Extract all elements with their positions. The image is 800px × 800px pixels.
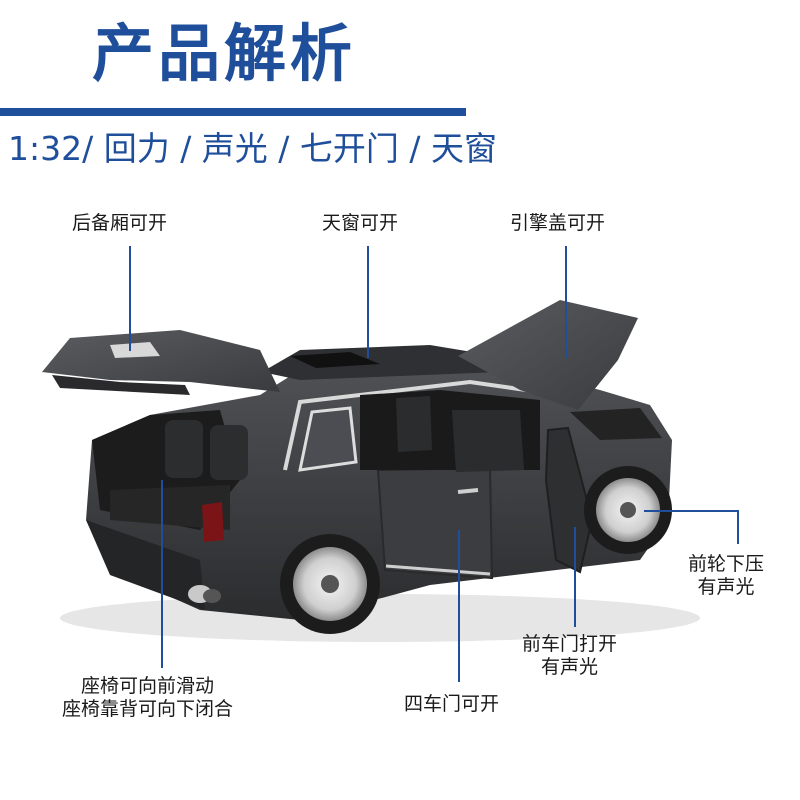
label-front-wheel: 前轮下压 有声光 — [688, 553, 764, 599]
label-seats: 座椅可向前滑动 座椅靠背可向下闭合 — [62, 675, 233, 721]
leader-seats — [161, 480, 163, 668]
label-front-wheel-line2: 有声光 — [697, 576, 755, 598]
label-front-door-line2: 有声光 — [541, 656, 599, 678]
leader-four-doors — [458, 530, 460, 682]
label-seats-line1: 座椅可向前滑动 — [81, 675, 215, 697]
product-spec-line: 1:32/ 回力 / 声光 / 七开门 / 天窗 — [8, 129, 498, 168]
label-trunk: 后备厢可开 — [72, 212, 168, 234]
label-four-doors: 四车门可开 — [404, 693, 500, 715]
title-underline — [0, 108, 466, 116]
leader-sunroof — [367, 246, 369, 358]
leader-front-wheel-v — [737, 510, 739, 544]
label-hood: 引擎盖可开 — [510, 212, 606, 234]
label-seats-line2: 座椅靠背可向下闭合 — [62, 698, 234, 720]
leader-front-wheel-h — [644, 510, 738, 512]
leader-hood — [565, 246, 567, 358]
label-sunroof: 天窗可开 — [322, 212, 399, 234]
label-front-door-line1: 前车门打开 — [522, 633, 618, 655]
leader-front-door — [574, 527, 576, 627]
page-title: 产品解析 — [92, 17, 357, 90]
leader-trunk — [129, 246, 131, 351]
label-front-door: 前车门打开 有声光 — [522, 633, 617, 679]
label-front-wheel-line1: 前轮下压 — [688, 553, 765, 575]
